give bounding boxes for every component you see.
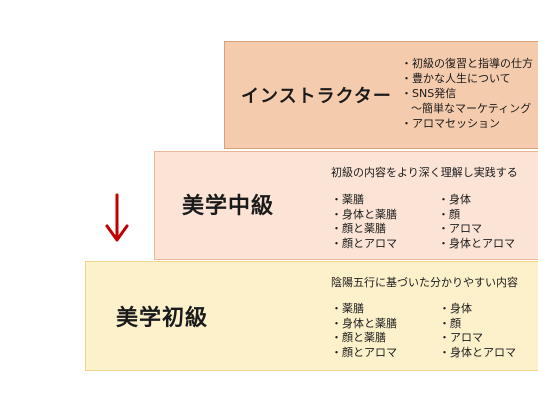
list-item: ・身体とアロマ — [438, 236, 515, 250]
list-item: ・薬膳 — [331, 193, 364, 206]
beginner-tier-title: 美学初級 — [116, 306, 209, 331]
list-item: ・身体 — [438, 193, 471, 206]
down-arrow-icon — [105, 193, 129, 242]
instructor-topic: ・アロマセッション — [401, 117, 500, 130]
beginner-tier: 美学初級 陰陽五行に基づいた分かりやすい内容 ・薬膳 ・身体と薬膳 ・顔と薬膳 … — [85, 261, 538, 371]
list-item: ・薬膳 — [331, 302, 364, 315]
instructor-topic: ・初級の復習と指導の仕方 — [401, 57, 533, 70]
list-item: ・顔と薬膳 — [331, 331, 386, 344]
list-item: ・身体と薬膳 — [331, 207, 397, 221]
instructor-topic: ・豊かな人生について — [401, 72, 511, 85]
list-item: ・身体 — [439, 302, 472, 315]
beginner-left-list: ・薬膳 ・身体と薬膳 ・顔と薬膳 ・顔とアロマ — [331, 302, 397, 360]
list-item: ・身体とアロマ — [439, 345, 516, 359]
beginner-right-list: ・身体 ・顔 ・アロマ ・身体とアロマ — [439, 302, 516, 360]
instructor-topic-list: ・初級の復習と指導の仕方 ・豊かな人生について ・SNS発信 〜簡単なマーケティ… — [401, 56, 533, 131]
list-item: ・顔とアロマ — [331, 345, 397, 359]
list-item: ・顔とアロマ — [331, 236, 397, 250]
list-item: ・顔 — [438, 207, 460, 221]
intermediate-tier: 美学中級 初級の内容をより深く理解し実践する ・薬膳 ・身体と薬膳 ・顔と薬膳 … — [154, 151, 538, 260]
list-item: ・アロマ — [439, 331, 483, 344]
list-item: ・アロマ — [438, 222, 482, 235]
instructor-topic: ・SNS発信 — [401, 87, 457, 100]
intermediate-description: 初級の内容をより深く理解し実践する — [331, 166, 518, 179]
instructor-tier-title: インストラクター — [241, 86, 392, 107]
intermediate-right-list: ・身体 ・顔 ・アロマ ・身体とアロマ — [438, 193, 515, 251]
list-item: ・顔と薬膳 — [331, 222, 386, 235]
intermediate-left-list: ・薬膳 ・身体と薬膳 ・顔と薬膳 ・顔とアロマ — [331, 193, 397, 251]
list-item: ・身体と薬膳 — [331, 316, 397, 330]
instructor-topic-sub: 〜簡単なマーケティング — [411, 102, 532, 115]
instructor-tier: インストラクター ・初級の復習と指導の仕方 ・豊かな人生について ・SNS発信 … — [224, 41, 538, 149]
intermediate-tier-title: 美学中級 — [182, 194, 275, 219]
beginner-description: 陰陽五行に基づいた分かりやすい内容 — [331, 276, 518, 289]
list-item: ・顔 — [439, 316, 461, 330]
